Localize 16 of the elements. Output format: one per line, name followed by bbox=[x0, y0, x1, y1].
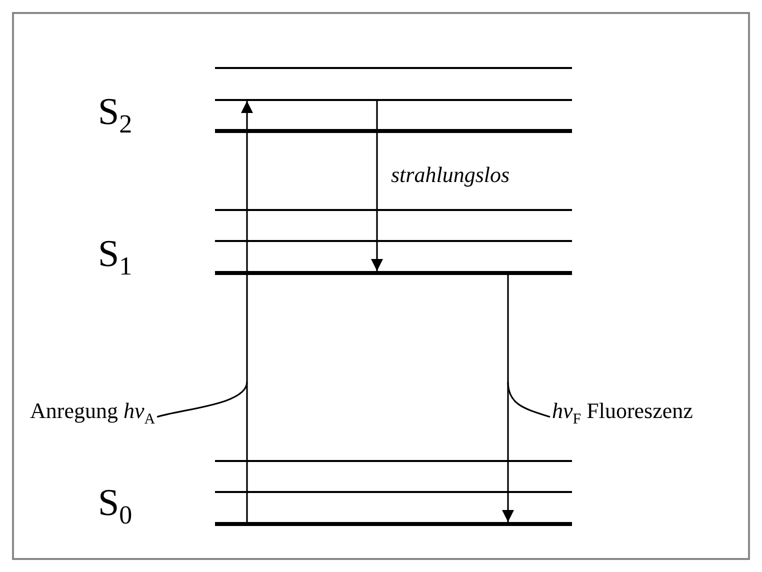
leader-line bbox=[507, 382, 550, 418]
state-label: S$_{2}$ bbox=[98, 92, 132, 141]
energy-level-line bbox=[215, 209, 572, 211]
energy-level-line bbox=[215, 67, 572, 69]
state-label: S$_{1}$ bbox=[98, 234, 132, 283]
annotation-text: Anregung hν$_{A}$ bbox=[30, 398, 156, 432]
energy-level-line bbox=[215, 240, 572, 242]
energy-level-line bbox=[215, 99, 572, 101]
state-label: S$_{0}$ bbox=[98, 483, 132, 532]
energy-level-line bbox=[215, 491, 572, 493]
leader-line bbox=[156, 382, 248, 418]
transition-arrow bbox=[502, 275, 514, 522]
annotation-text: hν$_{F}$ Fluoreszenz bbox=[552, 398, 693, 432]
transition-arrow bbox=[371, 101, 383, 271]
transition-arrow bbox=[241, 101, 253, 522]
energy-level-line bbox=[215, 460, 572, 462]
